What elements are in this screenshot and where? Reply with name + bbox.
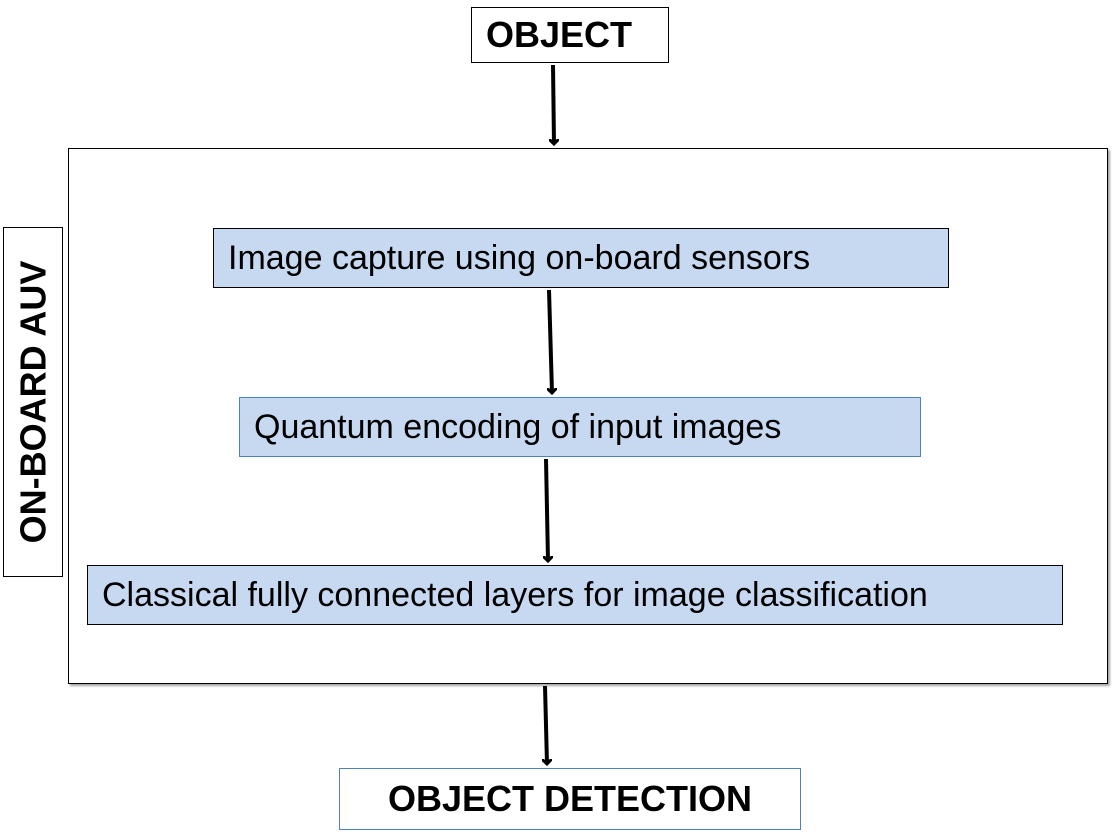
step-image-capture: Image capture using on-board sensors xyxy=(213,228,949,288)
arrow-auv-to-detection xyxy=(545,685,547,764)
step-image-capture-label: Image capture using on-board sensors xyxy=(228,238,811,277)
arrow-encoding-to-classical xyxy=(546,458,548,561)
object-detection-label: OBJECT DETECTION xyxy=(387,778,753,819)
on-board-auv-container xyxy=(68,148,1108,684)
on-board-auv-label-box: ON-BOARD AUV xyxy=(3,227,63,577)
object-detection-node: OBJECT DETECTION xyxy=(339,768,801,830)
step-classical-layers: Classical fully connected layers for ima… xyxy=(87,565,1063,625)
object-node: OBJECT xyxy=(471,7,669,63)
arrow-object-to-auv xyxy=(553,64,554,144)
arrow-capture-to-encoding xyxy=(549,289,552,393)
object-node-label: OBJECT xyxy=(486,14,633,55)
step-quantum-encoding-label: Quantum encoding of input images xyxy=(254,407,782,446)
step-classical-layers-label: Classical fully connected layers for ima… xyxy=(102,575,928,614)
step-quantum-encoding: Quantum encoding of input images xyxy=(239,397,921,457)
